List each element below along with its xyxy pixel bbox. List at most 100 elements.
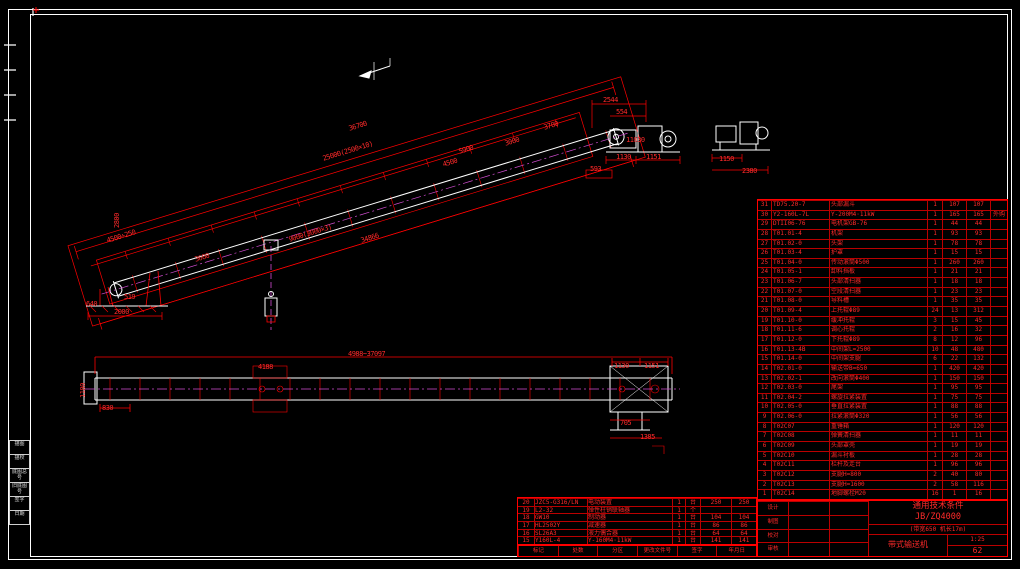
bom-name: 卸料挡板 [829, 268, 927, 278]
drive-detail [711, 121, 770, 174]
takeup-device [263, 239, 279, 330]
bom-code: T01.06-7 [771, 278, 829, 287]
bom-qty: 1 [927, 432, 942, 442]
bom-code: T01.07-0 [771, 287, 829, 297]
part-model: HL2502Y [534, 522, 587, 529]
bom-seq: 8 [762, 422, 767, 430]
bom-seq: 30 [760, 210, 769, 218]
bom-code: T02.05-0 [771, 403, 829, 413]
parts-row: 15 Y160L-4 Y-160M4·11kW 1 台 141 141 [518, 536, 756, 545]
bom-table: 31 TD75.20-7 头部漏斗 1 107 107 30 Y2-160L-7… [757, 199, 1008, 500]
bom-remark [990, 326, 1007, 335]
bom-row: 24 T01.05-1 卸料挡板 1 21 21 [758, 267, 1007, 278]
revision-field-label: 分区 [597, 546, 637, 556]
bom-remark [990, 287, 1007, 297]
bom-remark [990, 335, 1007, 345]
bom-row: 29 DTII06-76 电机架GB-76 1 44 44 [758, 219, 1007, 229]
revision-field-label: 处数 [557, 546, 598, 556]
bom-seq: 7 [762, 432, 767, 440]
corner-mark [33, 7, 39, 13]
bom-qty: 2 [927, 480, 942, 490]
elevation-view [67, 76, 646, 330]
bom-unit-weight: 12 [942, 335, 966, 345]
bom-total-weight: 260 [966, 258, 990, 268]
bom-row: 26 T01.03-4 护罩 1 15 15 [758, 248, 1007, 258]
bom-code: T02C10 [771, 451, 829, 461]
bom-qty: 2 [927, 470, 942, 480]
bom-name: 导料槽 [829, 297, 927, 307]
bom-code: T02C07 [771, 422, 829, 432]
dimension-label: 1151 [646, 153, 661, 161]
part-name: 电动装置 [587, 499, 672, 506]
part-total-weight: 141 [731, 537, 756, 545]
bom-unit-weight: 1 [942, 490, 966, 499]
bom-seq: 4 [762, 461, 767, 469]
margin-cell: 底图总号 [9, 468, 30, 483]
flow-arrow-icon [358, 58, 391, 80]
bom-qty: 2 [927, 326, 942, 335]
sheet-number: 62 [972, 546, 983, 555]
bom-qty: 1 [927, 451, 942, 461]
bom-unit-weight: 44 [942, 220, 966, 229]
dimension-label: 554 [616, 108, 628, 116]
bom-code: TD75.20-7 [771, 201, 829, 210]
bom-seq: 9 [762, 413, 767, 421]
bom-unit-weight: 93 [942, 229, 966, 239]
bom-remark [990, 220, 1007, 229]
bom-qty: 1 [927, 364, 942, 374]
part-total-weight: 64 [731, 529, 756, 537]
parts-row: 18 GW10 制动器 1 台 104 104 [518, 513, 756, 522]
bom-code: T01.03-4 [771, 249, 829, 258]
tail-support [86, 270, 168, 320]
title-block: 设计 制图 校对 审核 通用技术条件 [757, 500, 1008, 557]
bom-row: 8 T02C07 重锤箱 1 120 120 [758, 421, 1007, 432]
bom-seq: 21 [760, 297, 769, 305]
bom-name: 缓冲托辊 [829, 316, 927, 326]
bom-code: T02C11 [771, 461, 829, 470]
part-total-weight: 86 [731, 522, 756, 529]
bom-seq: 17 [760, 335, 769, 343]
bom-row: 30 Y2-160L-7L Y-200M4·11kW 1 165 165 外购 [758, 209, 1007, 220]
part-name: 制动器 [587, 514, 672, 522]
bom-unit-weight: 260 [942, 258, 966, 268]
part-seq: 15 [522, 537, 530, 545]
bom-name: 头部清扫器 [829, 278, 927, 287]
bom-seq: 13 [760, 374, 769, 382]
elevation-dim-lines [67, 76, 646, 330]
bom-code: T01.14-0 [771, 355, 829, 364]
bom-unit-weight: 13 [942, 307, 966, 316]
bom-seq: 20 [760, 307, 769, 315]
bom-unit-weight: 150 [942, 374, 966, 384]
signature-row: 审核 [758, 542, 868, 556]
signature-cell [789, 529, 830, 543]
bom-remark [990, 432, 1007, 442]
bom-code: T01.13-4B [771, 345, 829, 355]
role-label: 设计 [758, 502, 789, 515]
signature-cell [789, 543, 830, 556]
bom-row: 31 TD75.20-7 头部漏斗 1 107 107 [758, 200, 1007, 210]
bom-seq: 5 [762, 451, 767, 459]
bom-total-weight: 32 [966, 326, 990, 335]
bom-total-weight: 23 [966, 287, 990, 297]
bom-total-weight: 18 [966, 278, 990, 287]
bom-row: 14 T02.01-0 输送带B=650 1 420 420 [758, 363, 1007, 374]
bom-seq: 23 [760, 278, 769, 286]
part-qty: 1 [672, 499, 685, 506]
bom-row: 5 T02C10 漏斗衬板 1 28 28 [758, 450, 1007, 461]
revision-field-label: 年月日 [716, 546, 756, 556]
part-unit-weight: 104 [700, 514, 731, 522]
bom-name: 弹簧清扫器 [829, 432, 927, 442]
signature-cell [789, 502, 830, 515]
signature-row: 设计 [758, 501, 868, 515]
bom-code: T01.02-0 [771, 239, 829, 249]
bom-seq: 31 [760, 201, 769, 208]
bom-row: 9 T02.06-0 拉紧滚筒Φ320 1 56 56 [758, 412, 1007, 422]
spec-line2: JB/ZQ4000 [914, 512, 962, 522]
bom-remark [990, 480, 1007, 490]
bom-remark [990, 201, 1007, 210]
bom-name: 拉紧滚筒Φ320 [829, 413, 927, 422]
bom-name: 输送带B=650 [829, 364, 927, 374]
bom-qty: 1 [927, 422, 942, 432]
bom-total-weight: 312 [966, 307, 990, 316]
bom-qty: 1 [927, 258, 942, 268]
